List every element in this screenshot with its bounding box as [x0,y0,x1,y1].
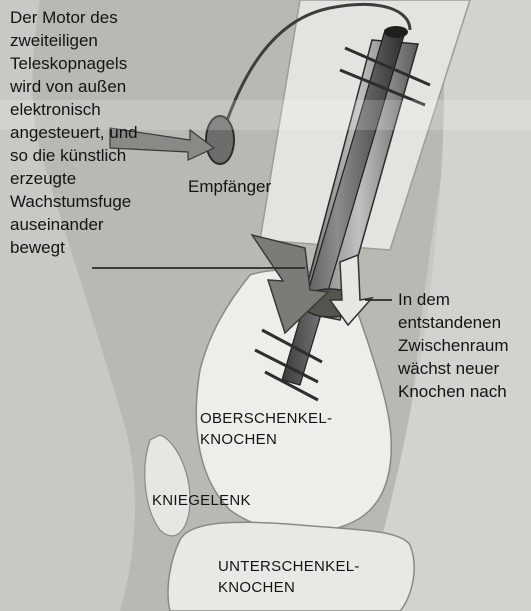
label-motor-line: Der Motor des [10,6,138,29]
label-motor-line: elektronisch [10,98,138,121]
label-receiver-text: Empfänger [188,175,271,198]
label-receiver: Empfänger [188,175,271,198]
label-gap-line: Knochen nach [398,380,509,403]
label-tibia-line: UNTERSCHENKEL- [218,556,360,577]
label-femur-line: OBERSCHENKEL- [200,408,332,429]
label-tibia: UNTERSCHENKEL- KNOCHEN [218,556,360,598]
label-motor-line: auseinander [10,213,138,236]
label-motor-line: wird von außen [10,75,138,98]
label-tibia-line: KNOCHEN [218,577,360,598]
label-motor-line: Teleskopnagels [10,52,138,75]
label-femur: OBERSCHENKEL- KNOCHEN [200,408,332,450]
label-motor-line: bewegt [10,236,138,259]
label-gap-line: entstandenen [398,311,509,334]
label-knee-text: KNIEGELENK [152,490,251,511]
label-motor-line: erzeugte [10,167,138,190]
motor-head [384,26,408,38]
label-gap-line: In dem [398,288,509,311]
label-motor-line: Wachstumsfuge [10,190,138,213]
label-gap: In dem entstandenen Zwischenraum wächst … [398,288,509,403]
label-motor-line: angesteuert, und [10,121,138,144]
label-knee: KNIEGELENK [152,490,251,511]
label-motor: Der Motor des zweiteiligen Teleskopnagel… [10,6,138,259]
label-gap-line: Zwischenraum [398,334,509,357]
label-motor-line: zweiteiligen [10,29,138,52]
label-gap-line: wächst neuer [398,357,509,380]
label-motor-line: so die künstlich [10,144,138,167]
label-femur-line: KNOCHEN [200,429,332,450]
